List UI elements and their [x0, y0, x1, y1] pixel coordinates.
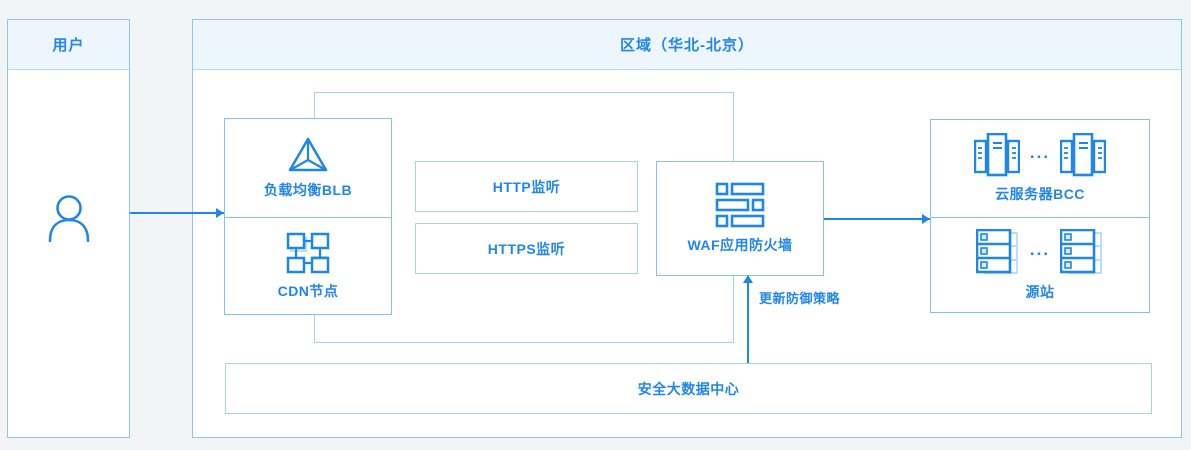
- region-panel-title: 区域（华北-北京）: [193, 20, 1181, 70]
- http-listener-label: HTTP监听: [492, 178, 561, 195]
- http-listener-box: HTTP监听: [415, 161, 638, 212]
- origin-label: 源站: [1025, 284, 1055, 300]
- bcc-origin-node: ...: [930, 119, 1150, 313]
- cdn-label: CDN节点: [277, 283, 339, 299]
- https-listener-box: HTTPS监听: [415, 223, 638, 274]
- origin-ellipsis: ...: [1029, 239, 1051, 259]
- server-icon: [1059, 132, 1107, 177]
- bcc-cell: ...: [931, 120, 1149, 217]
- origin-server-icon: [1059, 228, 1104, 275]
- security-center-label: 安全大数据中心: [637, 380, 740, 397]
- arrow-waf-to-bcc: [824, 214, 930, 224]
- user-icon: [47, 194, 91, 243]
- user-panel-title: 用户: [8, 20, 129, 70]
- bcc-label: 云服务器BCC: [995, 186, 1085, 202]
- origin-server-icon: [975, 228, 1020, 275]
- arrow-security-to-waf: [743, 275, 753, 363]
- https-listener-label: HTTPS监听: [487, 240, 566, 257]
- origin-cell: ... 源站: [931, 217, 1149, 313]
- blb-cdn-node: 负载均衡BLB CDN节点: [224, 118, 392, 315]
- security-center-box: 安全大数据中心: [225, 363, 1152, 414]
- arrow-user-to-blb: [130, 208, 224, 218]
- load-balancer-icon: [288, 137, 328, 173]
- bcc-ellipsis: ...: [1029, 142, 1051, 162]
- firewall-icon: [715, 182, 765, 228]
- waf-label: WAF应用防火墙: [687, 237, 793, 253]
- blb-label: 负载均衡BLB: [263, 181, 353, 198]
- server-icon: [973, 132, 1021, 177]
- blb-cell: 负载均衡BLB: [225, 119, 391, 217]
- waf-node: WAF应用防火墙: [656, 161, 824, 276]
- cdn-icon: [286, 232, 330, 274]
- user-panel: 用户: [7, 19, 130, 438]
- cdn-cell: CDN节点: [225, 217, 391, 315]
- update-policy-annotation: 更新防御策略: [759, 291, 841, 306]
